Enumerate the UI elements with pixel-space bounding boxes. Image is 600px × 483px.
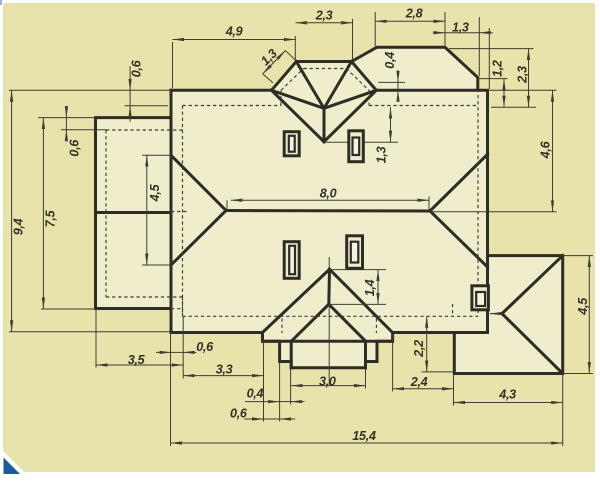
svg-text:4,9: 4,9 <box>225 24 243 38</box>
svg-text:4,6: 4,6 <box>539 140 553 159</box>
svg-text:1,2: 1,2 <box>490 60 504 77</box>
svg-text:0,6: 0,6 <box>130 59 144 77</box>
svg-text:0,4: 0,4 <box>247 387 264 401</box>
svg-text:3,5: 3,5 <box>128 353 146 367</box>
svg-text:1,3: 1,3 <box>375 146 389 163</box>
svg-text:3,3: 3,3 <box>216 363 233 377</box>
svg-text:0,4: 0,4 <box>383 52 397 69</box>
svg-text:1,3: 1,3 <box>452 20 469 34</box>
svg-text:2,2: 2,2 <box>412 340 426 358</box>
svg-text:2,3: 2,3 <box>315 8 333 22</box>
svg-text:4,5: 4,5 <box>148 183 162 202</box>
svg-text:4,5: 4,5 <box>576 297 590 316</box>
svg-text:8,0: 8,0 <box>320 187 337 201</box>
svg-text:15,4: 15,4 <box>352 429 376 443</box>
svg-text:0,6: 0,6 <box>230 407 248 421</box>
svg-text:9,4: 9,4 <box>12 218 26 235</box>
svg-text:4,3: 4,3 <box>498 387 516 401</box>
svg-text:2,3: 2,3 <box>516 66 530 84</box>
svg-text:1,4: 1,4 <box>363 279 377 296</box>
svg-text:3,0: 3,0 <box>319 374 336 388</box>
svg-text:0,6: 0,6 <box>67 139 81 157</box>
svg-text:0,6: 0,6 <box>196 340 214 354</box>
svg-text:7,5: 7,5 <box>43 209 57 227</box>
svg-text:2,8: 2,8 <box>405 6 423 20</box>
svg-text:2,4: 2,4 <box>410 375 428 389</box>
